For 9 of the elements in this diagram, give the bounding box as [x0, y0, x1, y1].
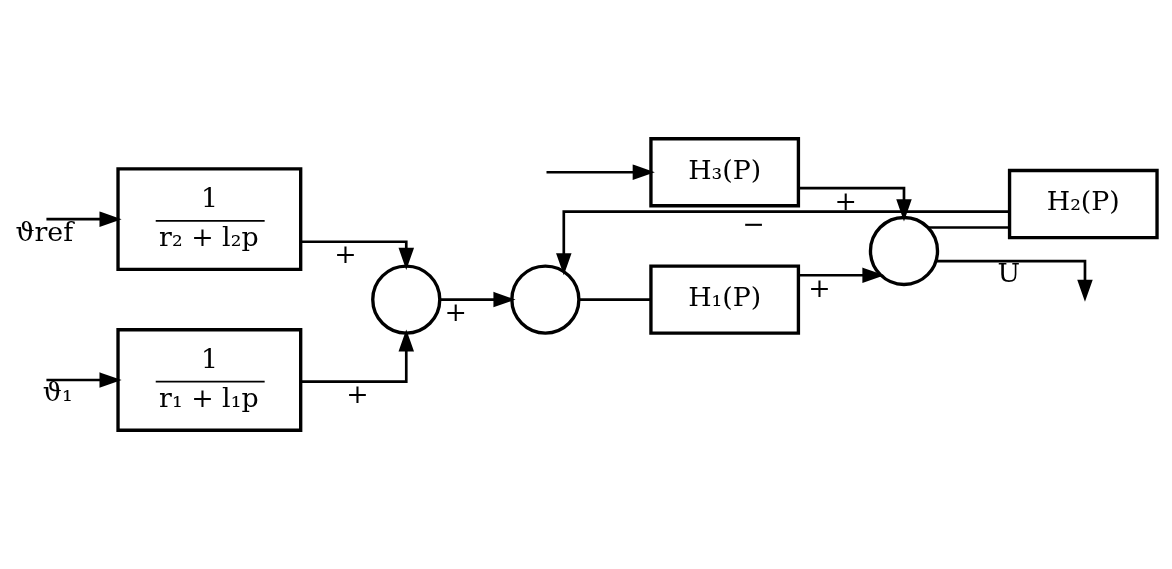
- edge-label: +: [334, 238, 357, 270]
- edge-label: U: [997, 257, 1021, 289]
- edge-label: ϑ₁: [42, 376, 73, 408]
- edge-label: +: [834, 184, 858, 216]
- edge-label: +: [444, 296, 467, 328]
- edge-label: +: [346, 378, 369, 410]
- edge-label: ϑref: [15, 215, 74, 247]
- edge-label: +: [808, 271, 831, 303]
- edge-label: −: [742, 208, 765, 240]
